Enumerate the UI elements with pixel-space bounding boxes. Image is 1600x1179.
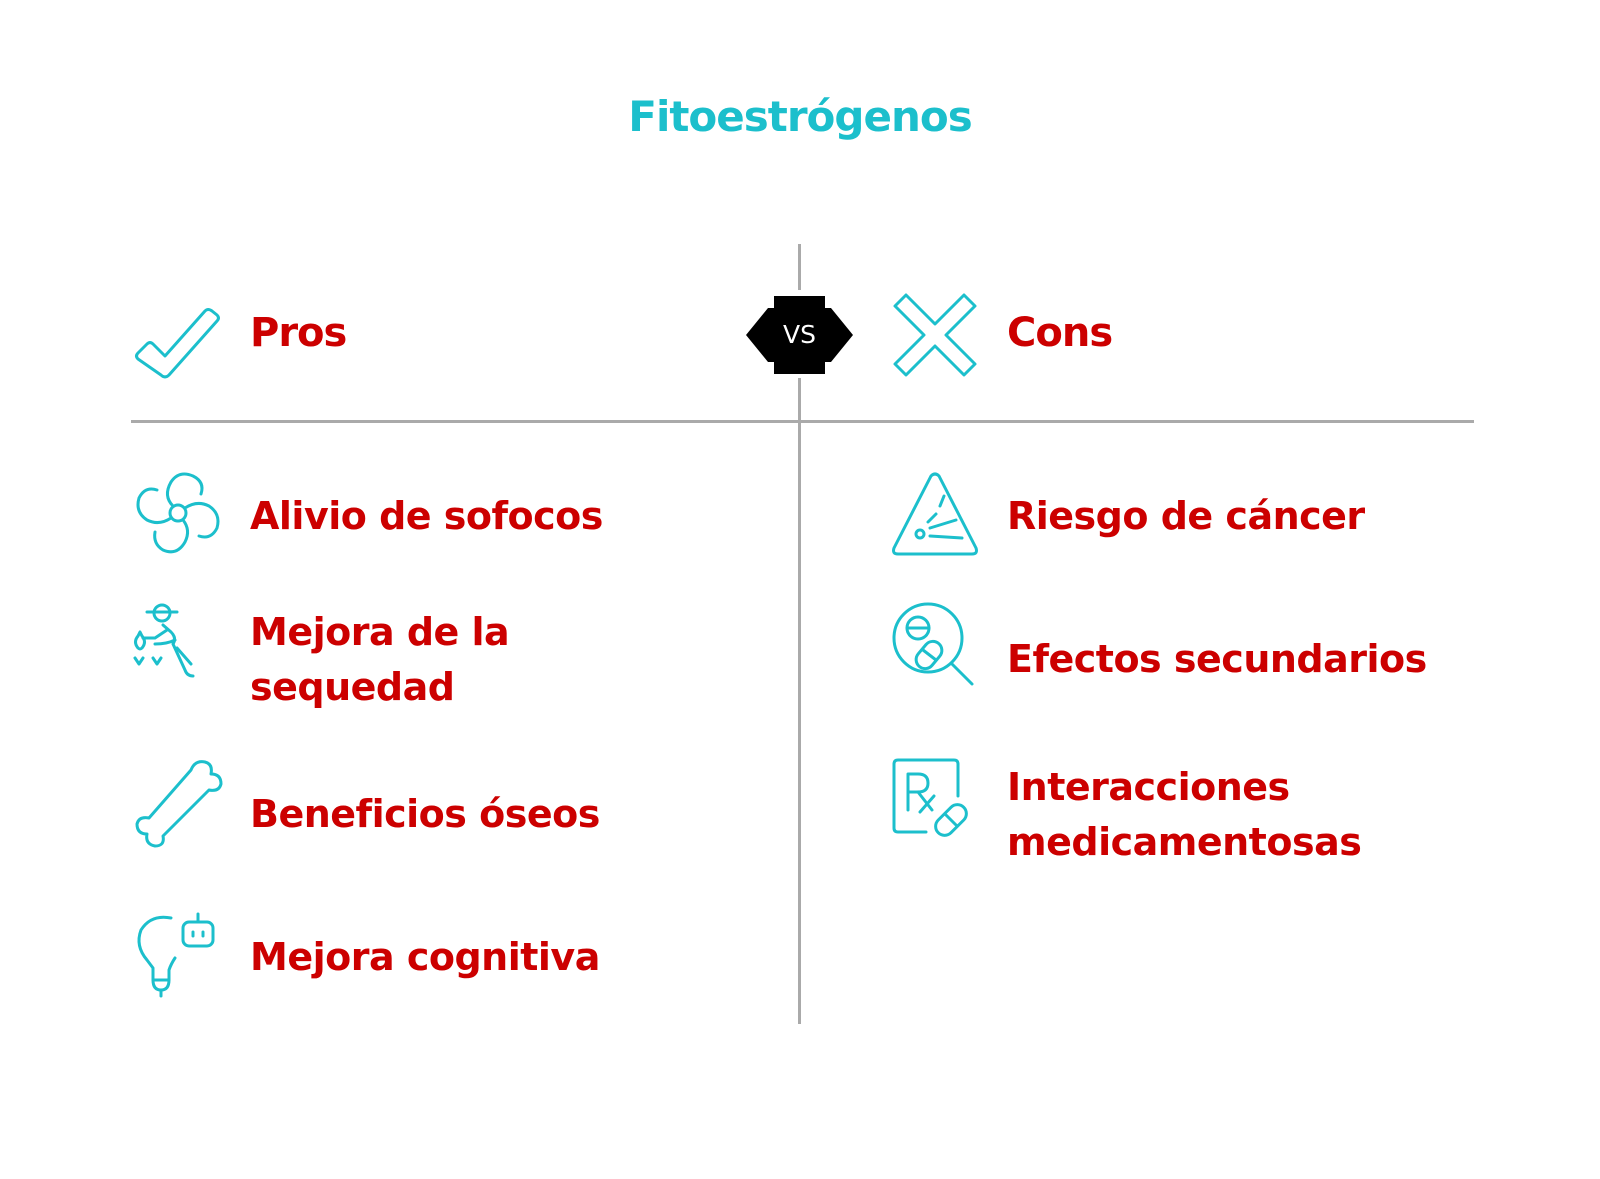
page-title: Fitoestrógenos	[628, 92, 972, 141]
x-cross-icon	[893, 293, 977, 377]
cons-heading: Cons	[1007, 310, 1113, 356]
gardener-watering-icon	[133, 603, 195, 678]
vertical-divider-top	[798, 244, 801, 290]
prescription-pill-icon	[892, 758, 968, 837]
pros-item-label: Alivio de sofocos	[250, 494, 603, 538]
pill-magnifier-icon	[892, 602, 974, 686]
pros-item-label: Beneficios óseos	[250, 792, 600, 836]
lightbulb-robot-icon	[137, 912, 215, 998]
bone-icon	[135, 760, 223, 848]
cons-item-label: Efectos secundarios	[1007, 637, 1427, 681]
checkmark-icon	[135, 308, 220, 379]
vertical-divider-bottom	[798, 378, 801, 1024]
vs-badge	[746, 296, 853, 374]
pros-item-label: Mejora cognitiva	[250, 935, 600, 979]
horizontal-divider	[131, 420, 1474, 423]
warning-triangle-icon	[892, 472, 978, 556]
pros-heading: Pros	[250, 310, 347, 356]
cons-item-label: Riesgo de cáncer	[1007, 494, 1365, 538]
fan-icon	[136, 472, 220, 554]
vs-label: VS	[783, 320, 816, 349]
pros-item-label: Mejora de la sequedad	[250, 610, 510, 709]
cons-item-label: Interacciones medicamentosas	[1007, 765, 1362, 864]
